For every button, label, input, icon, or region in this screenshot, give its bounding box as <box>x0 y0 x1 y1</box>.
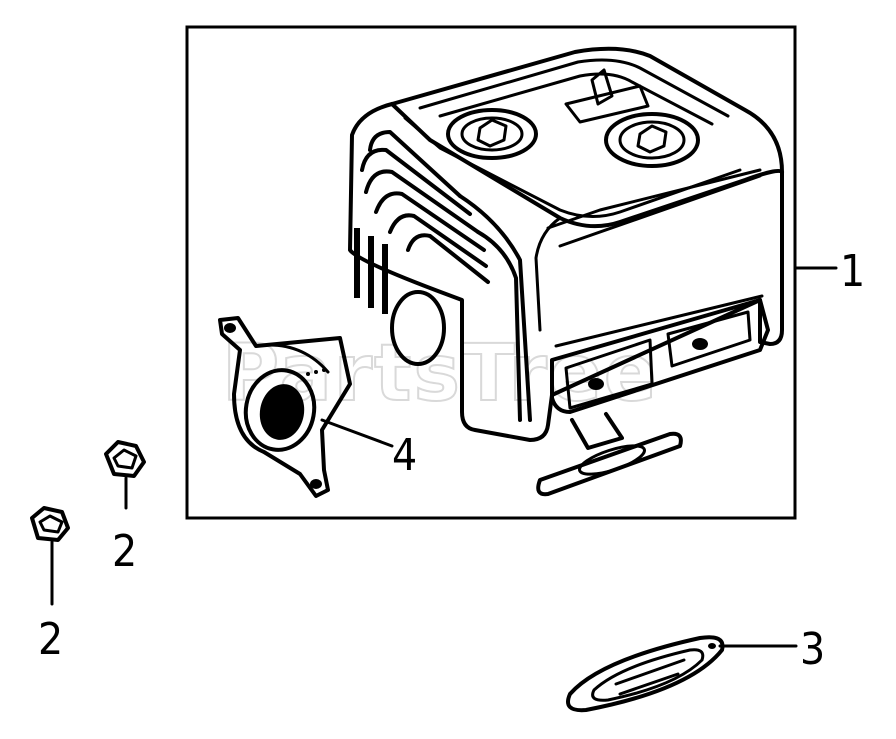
exhaust-flange-gasket-part[interactable] <box>218 316 352 498</box>
nut-part-lower[interactable] <box>30 506 70 606</box>
callout-1: 1 <box>840 246 865 297</box>
callout-2-upper: 2 <box>112 526 137 577</box>
callout-3: 3 <box>800 624 825 675</box>
callout-4: 4 <box>392 430 417 481</box>
assembly-frame <box>185 25 797 520</box>
leader-line-4 <box>320 418 394 448</box>
vent-slot <box>382 244 388 314</box>
muffler-gasket-part[interactable] <box>566 635 725 713</box>
callout-2-lower: 2 <box>38 614 63 665</box>
vent-slot <box>368 236 374 308</box>
muffler-part[interactable] <box>348 46 784 497</box>
vent-slot <box>354 228 360 298</box>
nut-part-upper[interactable] <box>104 440 146 510</box>
